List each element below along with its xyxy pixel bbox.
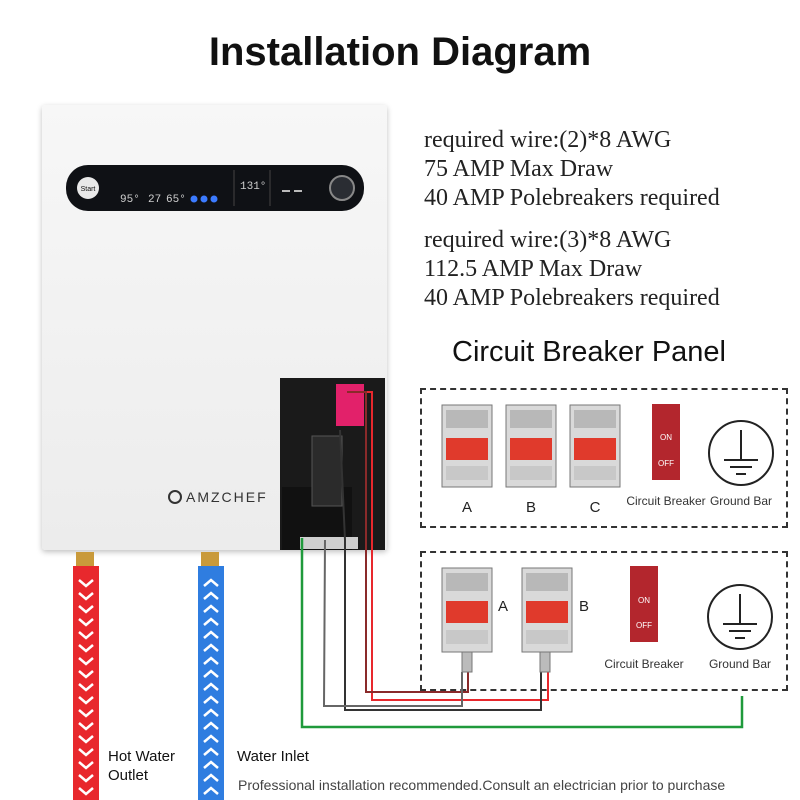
flow-chevron-icon (78, 774, 94, 783)
indicator-dot-icon (200, 195, 208, 203)
flow-chevron-icon (203, 669, 219, 678)
circuit-breaker-switch[interactable] (630, 566, 658, 642)
terminal-screws (300, 537, 358, 549)
flow-chevron-icon (78, 761, 94, 770)
flow-chevron-icon (78, 696, 94, 705)
display-dash (282, 190, 290, 192)
panel1-breakers: A B C ON OFF Circuit Breaker Ground Bar (441, 404, 774, 516)
spec-breakers: 40 AMP Polebreakers required (424, 185, 720, 211)
display-value-a: 27 (148, 194, 161, 206)
ground-bar-label: Ground Bar (710, 494, 772, 508)
spec-block-3-wire: required wire:(3)*8 AWG 112.5 AMP Max Dr… (424, 226, 720, 313)
flow-chevron-icon (203, 578, 219, 587)
flow-chevron-icon (78, 579, 94, 588)
flow-chevron-icon (203, 747, 219, 756)
flow-chevron-icon (78, 592, 94, 601)
flow-chevron-icon (203, 695, 219, 704)
panel-title: Circuit Breaker Panel (452, 336, 726, 368)
spec-block-2-wire: required wire:(2)*8 AWG 75 AMP Max Draw … (424, 126, 720, 213)
start-button-label: Start (81, 186, 96, 193)
terminal-connector-pink (336, 384, 364, 426)
installation-note: Professional installation recommended.Co… (238, 777, 726, 793)
breaker-panel-3-pole (420, 388, 788, 528)
breaker-b[interactable] (505, 404, 557, 488)
hot-water-outlet-label: Hot Water Outlet (108, 748, 175, 784)
flow-chevron-icon (203, 656, 219, 665)
brand-name: AMZCHEF (186, 489, 268, 505)
flow-chevron-icon (78, 670, 94, 679)
wire-ground-green (300, 538, 744, 729)
flow-chevron-icon (203, 773, 219, 782)
flow-chevron-icon (78, 657, 94, 666)
flow-chevron-icon (203, 617, 219, 626)
flow-chevron-icon (78, 709, 94, 718)
breaker-b-label: B (526, 499, 536, 516)
flow-chevron-icon (203, 630, 219, 639)
indicator-dot-icon (210, 195, 218, 203)
panel2-breakers: A B ON OFF Circuit Breaker Ground Bar (441, 566, 773, 673)
circuit-breaker-label: Circuit Breaker (626, 494, 705, 508)
spec-draw: 75 AMP Max Draw (424, 156, 614, 182)
terminal-connector (311, 435, 343, 507)
breaker-c-label: C (590, 499, 601, 516)
flow-chevron-icon (78, 644, 94, 653)
brand-logo-icon (168, 490, 182, 504)
hot-flow-arrows (78, 579, 94, 796)
flow-chevron-icon (203, 760, 219, 769)
ground-bar-label: Ground Bar (709, 657, 771, 671)
power-knob-icon[interactable] (329, 175, 355, 201)
flow-chevron-icon (203, 682, 219, 691)
hot-water-pipe (73, 566, 99, 800)
wire-black (339, 429, 542, 711)
breaker-b[interactable] (521, 567, 573, 673)
breaker-a[interactable] (441, 404, 493, 488)
water-inlet-label: Water Inlet (237, 748, 309, 765)
display-set-temp: 131° (240, 181, 266, 193)
flow-chevron-icon (78, 683, 94, 692)
breaker-a-label: A (498, 598, 508, 615)
circuit-breaker-switch[interactable] (652, 404, 680, 480)
display-dash (294, 190, 302, 192)
breaker-a-label: A (462, 499, 472, 516)
flow-chevron-icon (203, 643, 219, 652)
flow-chevron-icon (203, 721, 219, 730)
indicator-dot-icon (190, 195, 198, 203)
spec-wire: required wire:(2)*8 AWG (424, 127, 672, 153)
flow-chevron-icon (203, 708, 219, 717)
flow-chevron-icon (78, 735, 94, 744)
cold-fitting (201, 552, 219, 568)
control-display (66, 165, 364, 211)
flow-chevron-icon (78, 787, 94, 796)
switch-off-label: OFF (636, 621, 652, 630)
flow-chevron-icon (78, 618, 94, 627)
circuit-breaker-label: Circuit Breaker (604, 657, 683, 671)
flow-chevron-icon (203, 591, 219, 600)
breaker-b-label: B (579, 598, 589, 615)
breaker-a[interactable] (441, 567, 493, 673)
spec-draw: 112.5 AMP Max Draw (424, 256, 643, 282)
diagram-title: Installation Diagram (208, 30, 592, 74)
cold-flow-arrows (203, 578, 219, 795)
flow-chevron-icon (78, 631, 94, 640)
wire-brown (347, 391, 469, 693)
display-in-temp: 95° (120, 194, 140, 206)
switch-on-label: ON (638, 596, 650, 605)
flow-chevron-icon (203, 604, 219, 613)
flow-chevron-icon (78, 748, 94, 757)
spec-wire: required wire:(3)*8 AWG (424, 227, 672, 253)
wire-gray (322, 539, 463, 707)
flow-chevron-icon (203, 734, 219, 743)
flow-chevron-icon (78, 605, 94, 614)
breaker-c[interactable] (569, 404, 621, 488)
switch-off-label: OFF (658, 459, 674, 468)
switch-on-label: ON (660, 433, 672, 442)
flow-chevron-icon (203, 786, 219, 795)
display-value-b: 65° (166, 194, 186, 206)
start-button[interactable] (77, 177, 99, 199)
spec-breakers: 40 AMP Polebreakers required (424, 285, 720, 311)
flow-chevron-icon (78, 722, 94, 731)
breaker-panel-2-pole (420, 551, 788, 691)
hot-fitting (76, 552, 94, 568)
